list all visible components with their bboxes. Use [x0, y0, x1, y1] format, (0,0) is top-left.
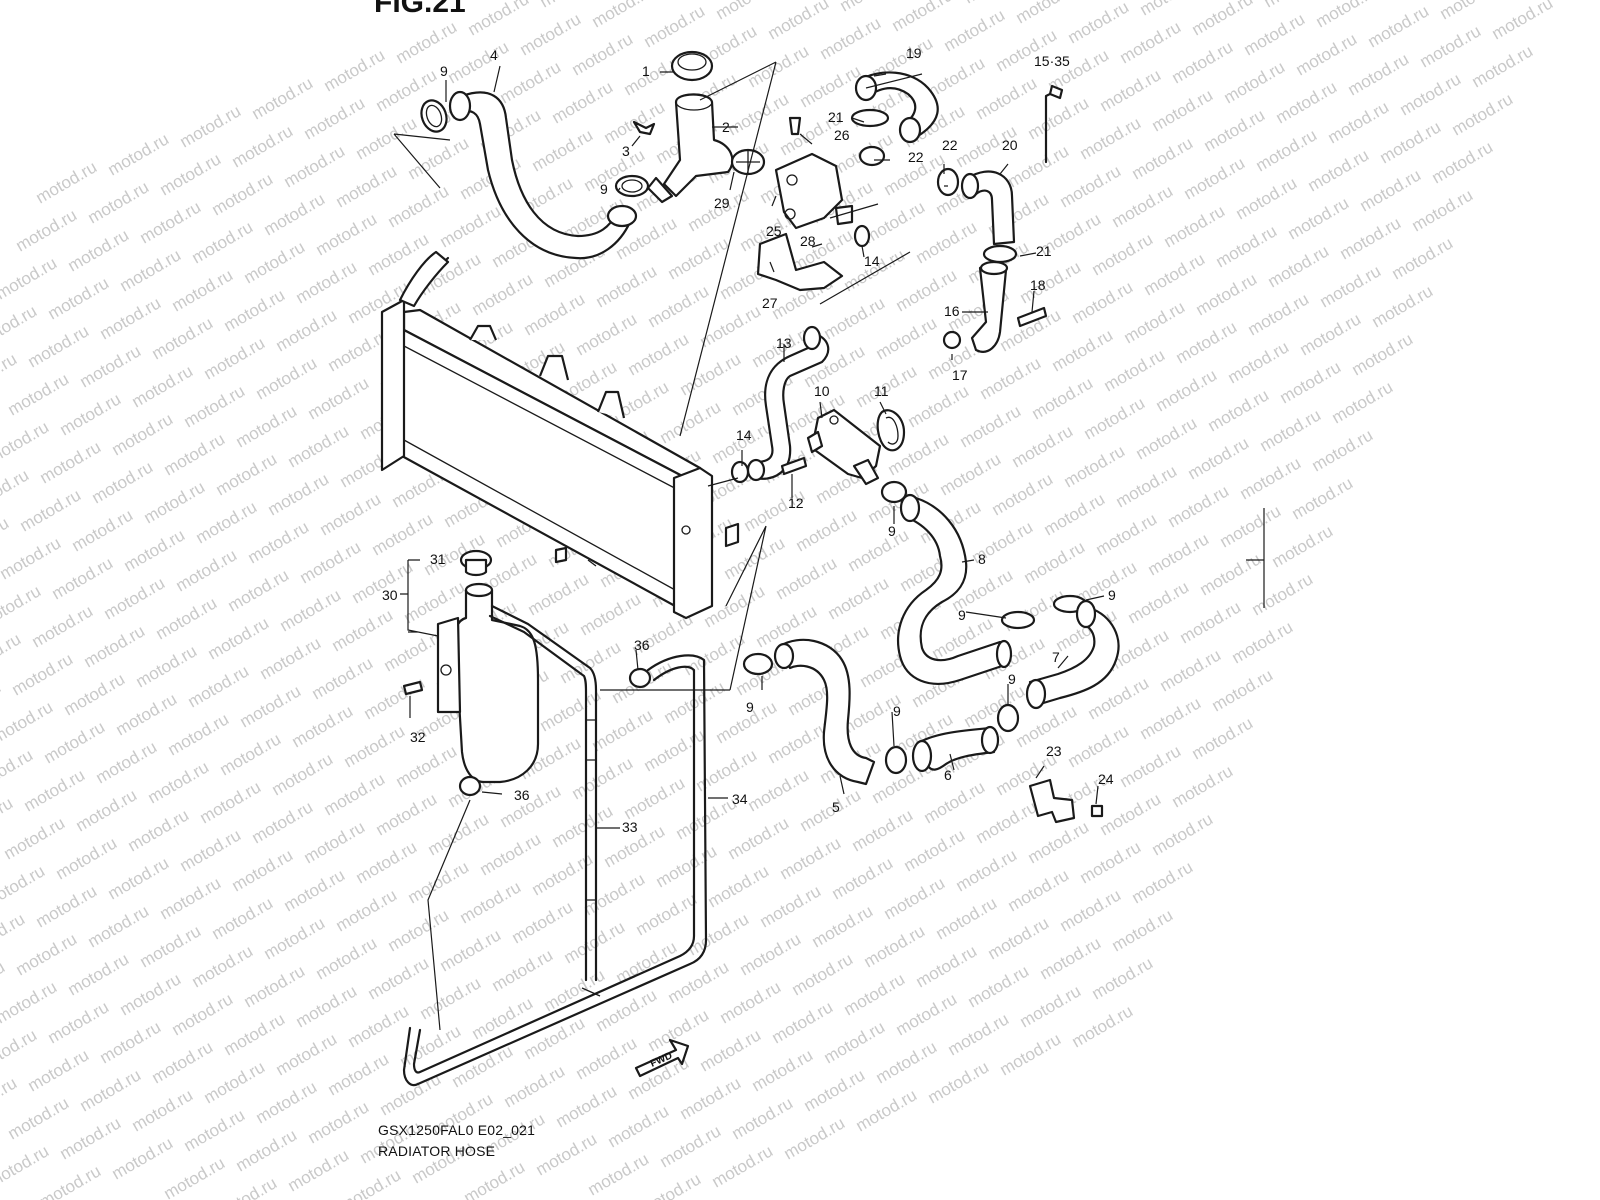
callout-31: 31 — [430, 551, 446, 567]
callout-14-2: 14 — [864, 253, 880, 269]
thermostat — [730, 148, 766, 176]
callout-21-2: 21 — [1036, 243, 1052, 259]
callout-30: 30 — [382, 587, 398, 603]
figure-name: RADIATOR HOSE — [378, 1143, 496, 1159]
callout-34: 34 — [732, 791, 748, 807]
callout-9-8: 9 — [746, 699, 754, 715]
callout-10: 10 — [814, 383, 830, 399]
callout-9-7: 9 — [893, 703, 901, 719]
hose-8 — [896, 493, 1013, 685]
callout-14: 14 — [736, 427, 752, 443]
clip-15-35 — [1044, 84, 1064, 164]
callout-9-5: 9 — [958, 607, 966, 623]
callout-2: 2 — [722, 119, 730, 135]
hose-33 — [488, 604, 598, 982]
bracket-27 — [756, 232, 844, 292]
figure-code: GSX1250FAL0 E02_021 — [378, 1122, 536, 1138]
clamp-9-upper — [420, 99, 650, 198]
thermostat-housing — [774, 116, 854, 230]
hose-4 — [448, 90, 638, 260]
hose-7 — [1025, 599, 1120, 710]
hose-34 — [402, 654, 708, 1087]
callout-22-2: 22 — [942, 137, 958, 153]
binding-marker — [1246, 508, 1265, 608]
callout-9: 9 — [440, 63, 448, 79]
hose-5 — [773, 638, 876, 786]
callout-23: 23 — [1046, 743, 1062, 759]
callout-21: 21 — [828, 109, 844, 125]
callout-8: 8 — [978, 551, 986, 567]
callout-20: 20 — [1002, 137, 1018, 153]
callout-18: 18 — [1030, 277, 1046, 293]
callout-6: 6 — [944, 767, 952, 783]
callout-13: 13 — [776, 335, 792, 351]
pipe-6 — [911, 725, 1000, 773]
bracket-23 — [1028, 778, 1104, 824]
callout-11: 11 — [874, 383, 889, 399]
callout-1: 1 — [642, 63, 650, 79]
callout-29: 29 — [714, 195, 730, 211]
callout-9-3: 9 — [1108, 587, 1116, 603]
leader-lines — [393, 61, 1105, 1031]
clamps-36 — [458, 667, 652, 797]
callout-24: 24 — [1098, 771, 1114, 787]
radiator — [380, 250, 740, 620]
callout-19: 19 — [906, 45, 922, 61]
callout-9-4: 9 — [888, 523, 896, 539]
callout-25: 25 — [766, 223, 782, 239]
callout-27: 27 — [762, 295, 778, 311]
pipe-16 — [942, 260, 1048, 353]
hose-13 — [746, 325, 830, 482]
callout-17: 17 — [952, 367, 968, 383]
callout-33: 33 — [622, 819, 638, 835]
water-outlet — [780, 408, 906, 486]
callout-4: 4 — [490, 47, 498, 63]
callout-28: 28 — [800, 233, 816, 249]
figure-title: FIG.21 — [374, 0, 466, 19]
clamps-21-22 — [850, 108, 1018, 264]
filler-neck — [632, 50, 734, 204]
callout-15-35: 15·35 — [1034, 53, 1070, 69]
hose-19 — [854, 71, 939, 144]
callout-36-2: 36 — [514, 787, 530, 803]
callout-12: 12 — [788, 495, 804, 511]
callout-9-6: 9 — [1008, 671, 1016, 687]
callout-3: 3 — [622, 143, 630, 159]
callout-22: 22 — [908, 149, 924, 165]
callout-16: 16 — [944, 303, 960, 319]
callout-5: 5 — [832, 799, 840, 815]
callout-7: 7 — [1052, 649, 1060, 665]
fwd-arrow-icon: FWD — [634, 1038, 690, 1078]
hose-20 — [960, 170, 1016, 246]
callout-32: 32 — [410, 729, 426, 745]
reservoir-tank — [402, 549, 540, 784]
callout-36: 36 — [634, 637, 650, 653]
callout-9-2: 9 — [600, 181, 608, 197]
callout-26: 26 — [834, 127, 850, 143]
